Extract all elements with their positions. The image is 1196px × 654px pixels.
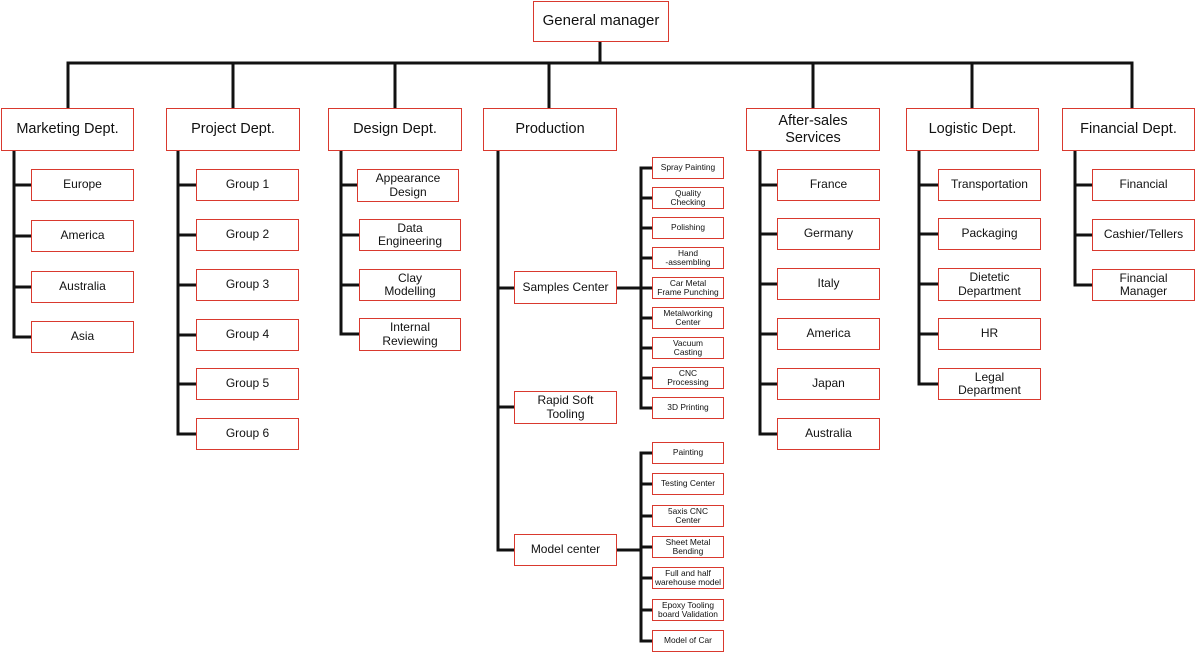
samples-item-cnc-processing: CNC Processing: [652, 367, 724, 389]
samples-item-3d-printing: 3D Printing: [652, 397, 724, 419]
marketing-item-america: America: [31, 220, 134, 252]
project-item-group-2: Group 2: [196, 219, 299, 251]
samples-item-spray-painting: Spray Painting: [652, 157, 724, 179]
logistic-item-packaging: Packaging: [938, 218, 1041, 250]
logistic-item-dietetic-department: Dietetic Department: [938, 268, 1041, 301]
model-item-sheet-metal-bending: Sheet Metal Bending: [652, 536, 724, 558]
samples-item-hand-assembling: Hand -assembling: [652, 247, 724, 269]
design-item-appearance-design: Appearance Design: [357, 169, 459, 202]
dept-design: Design Dept.: [328, 108, 462, 151]
dept-logistic: Logistic Dept.: [906, 108, 1039, 151]
aftersales-item-germany: Germany: [777, 218, 880, 250]
financial-item-cashier-tellers: Cashier/Tellers: [1092, 219, 1195, 251]
financial-item-financial: Financial: [1092, 169, 1195, 201]
project-item-group-3: Group 3: [196, 269, 299, 301]
marketing-item-asia: Asia: [31, 321, 134, 353]
samples-item-car-metal-frame-punching: Car Metal Frame Punching: [652, 277, 724, 299]
samples-item-polishing: Polishing: [652, 217, 724, 239]
marketing-item-europe: Europe: [31, 169, 134, 201]
aftersales-item-japan: Japan: [777, 368, 880, 400]
aftersales-item-australia: Australia: [777, 418, 880, 450]
model-item-warehouse-model: Full and half warehouse model: [652, 567, 724, 589]
aftersales-item-america: America: [777, 318, 880, 350]
samples-item-quality-checking: Quality Checking: [652, 187, 724, 209]
root-box: General manager: [533, 1, 669, 42]
project-item-group-1: Group 1: [196, 169, 299, 201]
design-item-clay-modelling: Clay Modelling: [359, 269, 461, 301]
dept-project: Project Dept.: [166, 108, 300, 151]
project-item-group-5: Group 5: [196, 368, 299, 400]
financial-item-financial-manager: Financial Manager: [1092, 269, 1195, 301]
aftersales-item-france: France: [777, 169, 880, 201]
dept-marketing: Marketing Dept.: [1, 108, 134, 151]
dept-financial: Financial Dept.: [1062, 108, 1195, 151]
production-samples-center: Samples Center: [514, 271, 617, 304]
model-item-5axis-cnc-center: 5axis CNC Center: [652, 505, 724, 527]
aftersales-item-italy: Italy: [777, 268, 880, 300]
project-item-group-6: Group 6: [196, 418, 299, 450]
model-item-model-of-car: Model of Car: [652, 630, 724, 652]
marketing-item-australia: Australia: [31, 271, 134, 303]
production-rapid-soft-tooling: Rapid Soft Tooling: [514, 391, 617, 424]
model-item-testing-center: Testing Center: [652, 473, 724, 495]
design-item-data-engineering: Data Engineering: [359, 219, 461, 251]
project-item-group-4: Group 4: [196, 319, 299, 351]
samples-item-metalworking-center: Metalworking Center: [652, 307, 724, 329]
dept-production: Production: [483, 108, 617, 151]
logistic-item-legal-department: Legal Department: [938, 368, 1041, 400]
logistic-item-transportation: Transportation: [938, 169, 1041, 201]
logistic-item-hr: HR: [938, 318, 1041, 350]
design-item-internal-reviewing: Internal Reviewing: [359, 318, 461, 351]
model-item-painting: Painting: [652, 442, 724, 464]
dept-after-sales: After-sales Services: [746, 108, 880, 151]
samples-item-vacuum-casting: Vacuum Casting: [652, 337, 724, 359]
production-model-center: Model center: [514, 534, 617, 566]
model-item-epoxy-tooling: Epoxy Tooling board Validation: [652, 599, 724, 621]
